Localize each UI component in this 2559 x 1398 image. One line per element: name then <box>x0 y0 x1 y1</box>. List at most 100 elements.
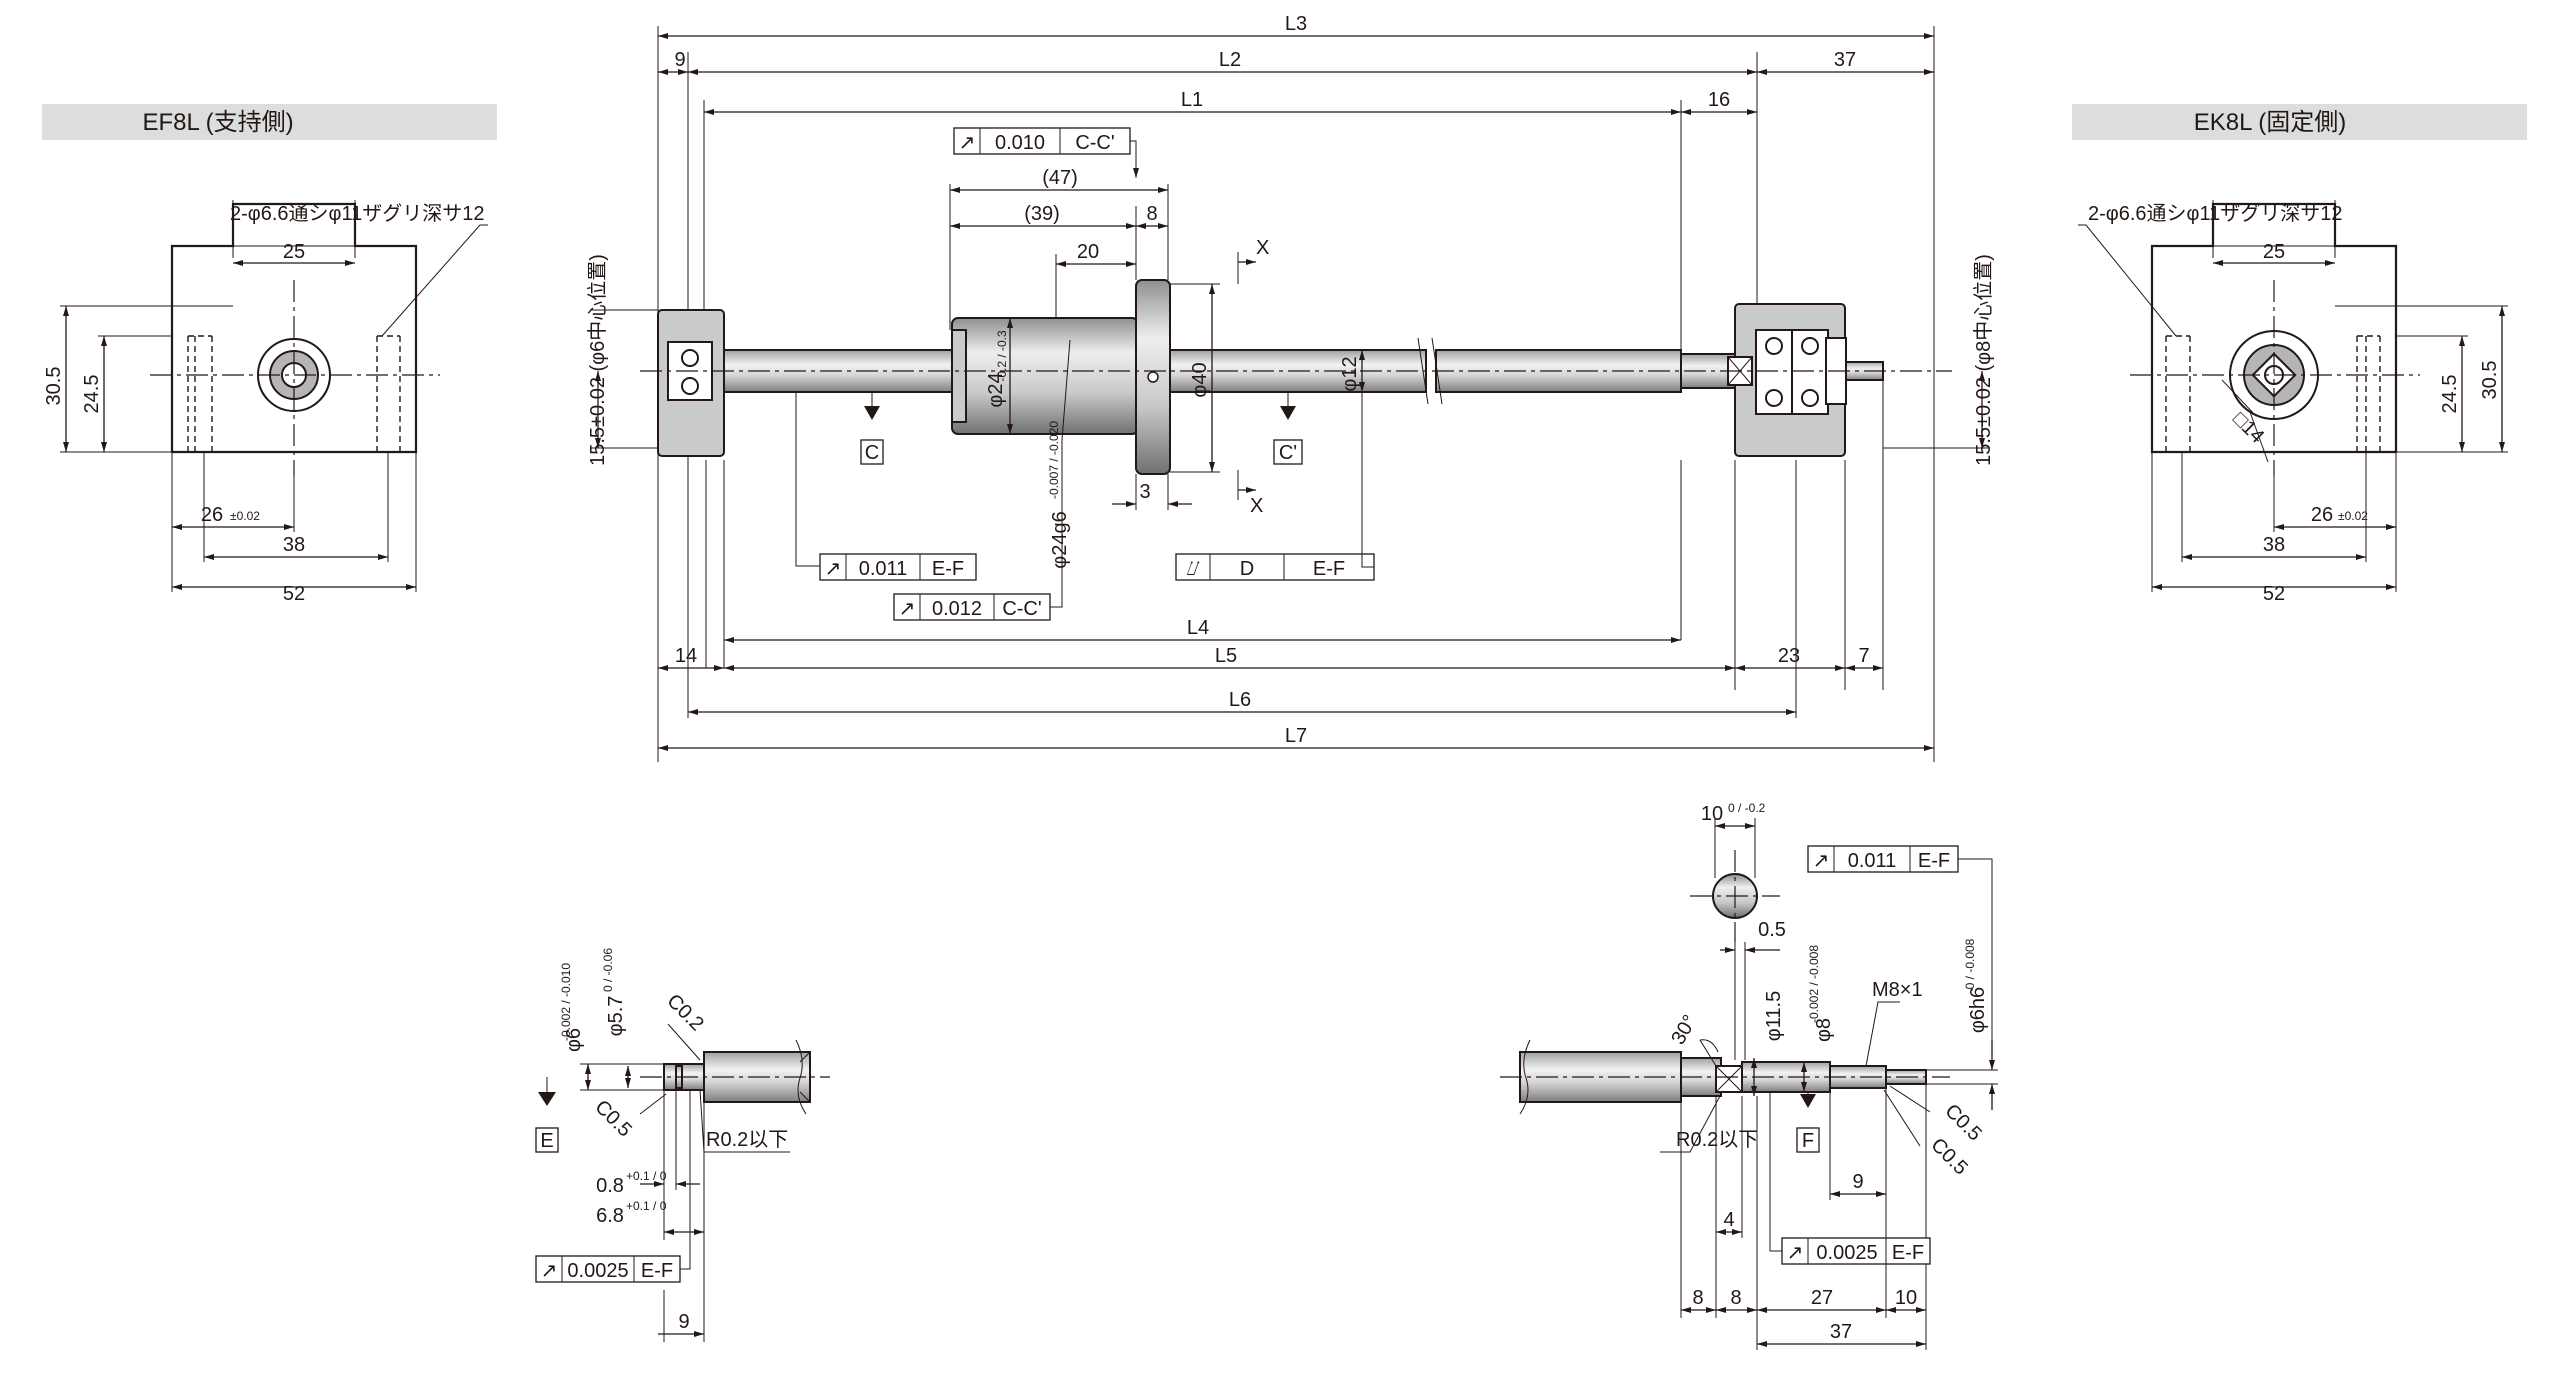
ek8l-dim-26-text: 26 <box>2311 504 2333 526</box>
detail-right-end: 10 0 / -0.2 30° 0.5 φ11.5 φ8 -0.002 / -0… <box>1500 801 1998 1350</box>
section-x-bot: X <box>1250 495 1263 517</box>
dl-0-8-text: 0.8 <box>596 1175 624 1197</box>
detail-left-end: φ6 -0.002 / -0.010 φ5.7 0 / -0.06 C0.2 C… <box>535 948 830 1342</box>
svg-text:0.010: 0.010 <box>995 132 1045 154</box>
svg-text:C-C': C-C' <box>1075 132 1114 154</box>
main-assembly: L3 9 L2 37 L1 16 (47) (39) 8 20 ↗ 0.010 … <box>586 13 1995 762</box>
svg-text:↗: ↗ <box>541 1260 558 1282</box>
dim-right-15-5-text: 15.5±0.02 (φ8中心位置) <box>1972 254 1995 466</box>
dr-c05b-leader <box>1883 1089 1921 1147</box>
tol-frame-total: ⌰ D E-F <box>1175 392 1375 581</box>
dr-m8-text: M8×1 <box>1872 979 1923 1001</box>
dl-c02-leader <box>667 1023 701 1061</box>
dr-m8-leader <box>1865 1001 1900 1067</box>
dim-l4-text: L4 <box>1187 617 1209 639</box>
ek8l-dim-38-text: 38 <box>2263 534 2285 556</box>
dr-flat-cross <box>1715 1065 1743 1093</box>
datum-c-box <box>860 439 884 465</box>
dl-0-8-tol: +0.1 / 0 <box>626 1169 667 1183</box>
ek8l-sq-leader <box>2249 411 2269 463</box>
dr-8a-text: 8 <box>1692 1287 1703 1309</box>
dim-dia24-text: φ24 <box>985 372 1007 407</box>
tol-frame-012: ↗ 0.012 C-C' <box>893 440 1063 621</box>
datum-c2-text: C' <box>1279 442 1297 464</box>
svg-text:D: D <box>1240 558 1254 580</box>
dia24g6-leader <box>1061 339 1071 441</box>
dl-c02-text: C0.2 <box>662 990 707 1035</box>
dim-47-text: (47) <box>1042 167 1078 189</box>
dl-r02-text: R0.2以下 <box>706 1129 788 1151</box>
right-ball-2 <box>1801 337 1819 355</box>
svg-text:⌰: ⌰ <box>1186 558 1199 580</box>
dim-20-text: 20 <box>1077 241 1099 263</box>
svg-text:E-F: E-F <box>1892 1242 1924 1264</box>
dim-14-text: 14 <box>675 645 697 667</box>
dim-8-text: 8 <box>1146 203 1157 225</box>
dr-datum-f-box <box>1796 1127 1820 1153</box>
ek8l-hole-note: 2-φ6.6通シφ11ザグリ深サ12 <box>2088 202 2343 225</box>
ball-nut-left-ring <box>951 329 967 423</box>
dim-l6-text: L6 <box>1229 689 1251 711</box>
svg-text:E-F: E-F <box>932 558 964 580</box>
dim-dia24g6-text: φ24g6 <box>1049 511 1071 568</box>
right-ball-4 <box>1801 389 1819 407</box>
dim-l1-text: L1 <box>1181 89 1203 111</box>
ef8l-dim-52-text: 52 <box>283 583 305 605</box>
dr-10-tol: 0 / -0.2 <box>1728 801 1766 815</box>
datum-c-text: C <box>865 442 879 464</box>
dl-6-8-tol: +0.1 / 0 <box>626 1199 667 1213</box>
dim-dia40-text: φ40 <box>1189 362 1211 397</box>
right-ball-1 <box>1765 337 1783 355</box>
dr-10-text: 10 <box>1701 803 1723 825</box>
dr-dia8-text: φ8 <box>1813 1018 1835 1042</box>
svg-text:0.0025: 0.0025 <box>1816 1242 1877 1264</box>
svg-text:E-F: E-F <box>1313 558 1345 580</box>
ef8l-dim-25-text: 25 <box>283 241 305 263</box>
dim-3-text: 3 <box>1139 481 1150 503</box>
dim-37-text: 37 <box>1834 49 1856 71</box>
right-bearing-1 <box>1755 329 1793 415</box>
dr-dia6h6-text: φ6h6 <box>1967 987 1989 1033</box>
dl-dia5-7-text: φ5.7 <box>605 996 627 1037</box>
dl-c05-text: C0.5 <box>590 1096 635 1141</box>
svg-text:↗: ↗ <box>959 132 976 154</box>
dr-37-text: 37 <box>1830 1321 1852 1343</box>
dim-l7-text: L7 <box>1285 725 1307 747</box>
dr-0-5-text: 0.5 <box>1758 919 1786 941</box>
dr-tol-top: ↗ 0.011 E-F <box>1807 845 1993 1040</box>
dr-dia11-5-text: φ11.5 <box>1763 991 1785 1041</box>
ball-nut-body <box>951 317 1139 435</box>
dl-tol-frame: ↗ 0.0025 E-F <box>535 1090 691 1283</box>
ek8l-dim-52-text: 52 <box>2263 583 2285 605</box>
svg-text:↗: ↗ <box>1813 850 1830 872</box>
dr-c05b-text: C0.5 <box>1926 1134 1971 1179</box>
dr-datum-f-tri <box>1800 1094 1816 1108</box>
ef8l-hole-note: 2-φ6.6通シφ11ザグリ深サ12 <box>230 202 485 225</box>
dim-16-text: 16 <box>1708 89 1730 111</box>
dr-datum-f: F <box>1802 1130 1814 1152</box>
ef8l-dim-24-5-text: 24.5 <box>81 375 103 414</box>
dl-9-text: 9 <box>678 1311 689 1333</box>
dr-27-text: 27 <box>1811 1287 1833 1309</box>
nut-oil-hole <box>1147 371 1159 383</box>
ek8l-title: EK8L (固定側) <box>2194 109 2346 136</box>
ef8l-dim-38-text: 38 <box>283 534 305 556</box>
ef8l-dim-30-5-text: 30.5 <box>43 367 65 406</box>
ek8l-sq-leader2 <box>2221 379 2257 417</box>
ek8l-dim-25-text: 25 <box>2263 241 2285 263</box>
svg-text:0.0025: 0.0025 <box>567 1260 628 1282</box>
dl-c05-leader <box>639 1093 667 1115</box>
datum-c-triangle <box>864 406 880 420</box>
dl-datum-e-tri <box>538 1092 556 1106</box>
svg-text:E-F: E-F <box>641 1260 673 1282</box>
dim-l2-text: L2 <box>1219 49 1241 71</box>
ef8l-note-leader <box>381 224 488 337</box>
right-bearing-2 <box>1791 329 1829 415</box>
dr-dia6h6-tol: 0 / -0.008 <box>1963 938 1977 989</box>
dim-dia12-text: φ12 <box>1339 356 1361 391</box>
tol-frame-010: ↗ 0.010 C-C' <box>953 127 1139 178</box>
ek8l-dim-24-5-text: 24.5 <box>2439 375 2461 414</box>
svg-text:↗: ↗ <box>1787 1242 1804 1264</box>
ef8l-title: EF8L (支持側) <box>142 109 293 136</box>
